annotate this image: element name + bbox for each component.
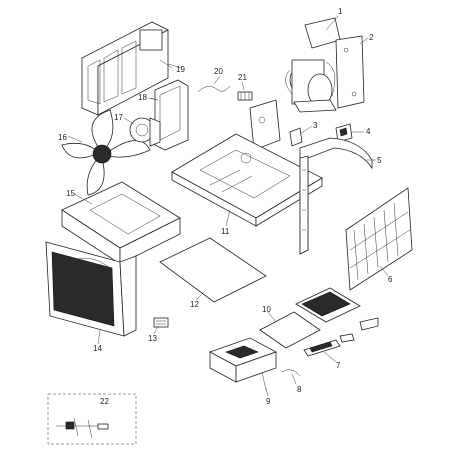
callout-8: 8 [297,385,302,394]
part-10-cover-plate [259,311,321,349]
part-15-top-cover [61,181,181,265]
callout-7: 7 [336,361,341,370]
callout-16: 16 [58,133,67,142]
part-19-side-panel [81,21,173,116]
part-11-base-pan [171,133,323,227]
callout-17: 17 [114,113,123,122]
part-1-compressor-assembly [285,17,341,113]
callout-14: 14 [93,344,102,353]
part-20-wire [197,85,231,93]
callout-9: 9 [266,397,271,406]
callout-11: 11 [221,227,230,236]
part-2-rear-plate [335,35,365,109]
part-16-fan [61,109,151,196]
callout-13: 13 [148,334,157,343]
callout-21: 21 [238,73,247,82]
part-17-fan-motor [129,117,161,147]
callout-6: 6 [388,275,393,284]
part-21-terminal-block [237,91,253,101]
part-13-label [153,317,169,328]
part-5-condenser-coil [299,137,373,255]
part-8-wire [281,369,301,377]
callout-22: 22 [100,397,109,406]
part-control-box [209,337,277,383]
callout-2: 2 [369,33,374,42]
callout-20: 20 [214,67,223,76]
callout-10: 10 [262,305,271,314]
callout-1: 1 [338,7,343,16]
leader-lines [67,15,389,397]
part-6-rear-grille [345,187,413,291]
part-9-screw [261,371,267,391]
part-partition-panel [249,99,281,151]
part-7-circuit-board [295,287,379,357]
part-14-front-panel [45,241,137,337]
part-18-control-column [149,79,189,151]
part-12-panel [159,237,267,303]
callout-19: 19 [176,65,185,74]
callout-15: 15 [66,189,75,198]
part-3-bracket [289,127,303,147]
callout-3: 3 [313,121,318,130]
callout-18: 18 [138,93,147,102]
callout-5: 5 [377,156,382,165]
callout-12: 12 [190,300,199,309]
callout-4: 4 [366,127,371,136]
part-4-plate [335,123,353,143]
part-22-detail-box [47,393,137,445]
